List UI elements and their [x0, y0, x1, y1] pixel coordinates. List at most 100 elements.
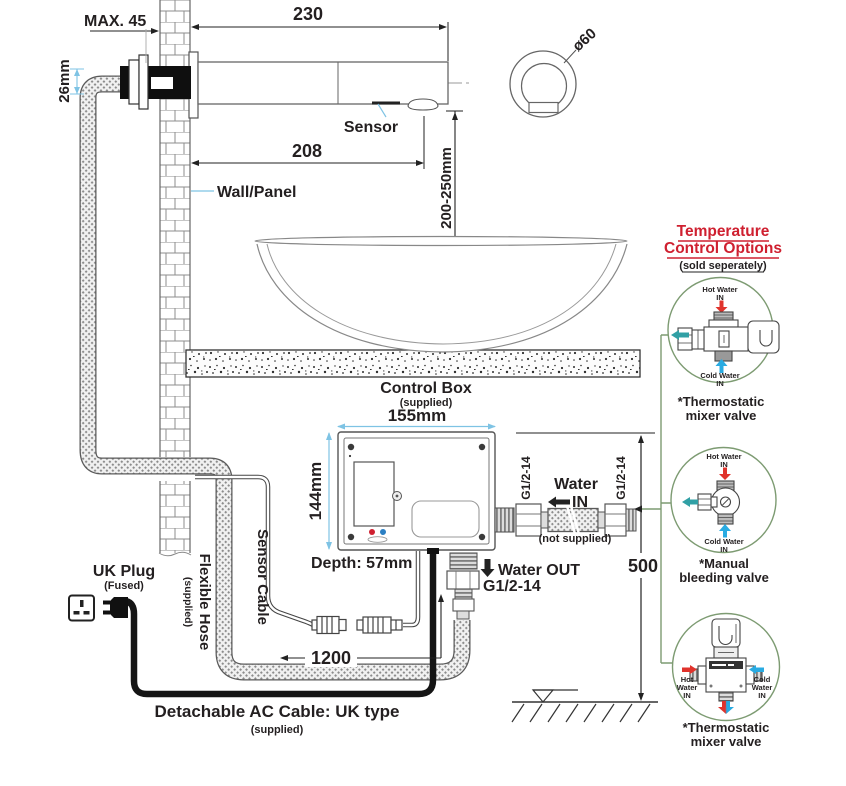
- sensor-callout: Sensor: [344, 103, 398, 136]
- uk-plug-fused-label: (Fused): [104, 580, 144, 592]
- inlet-slot: [151, 77, 173, 89]
- opt2-cold-line2: IN: [720, 545, 728, 554]
- temp-title-line1: Temperature: [677, 223, 770, 240]
- mixed-out-arrow: [682, 497, 698, 507]
- dimension-1200: 1200: [280, 594, 444, 668]
- opt2-caption-line2: bleeding valve: [679, 570, 769, 585]
- sensor-cable-connector: [311, 615, 347, 635]
- mixed-out-arrow: [718, 701, 734, 714]
- dimension-230: 230: [191, 4, 449, 61]
- sensor-window: [372, 101, 400, 105]
- mixed-out-arrow: [671, 330, 689, 340]
- wall-socket: [68, 594, 95, 622]
- water-out-arrow: [480, 559, 495, 577]
- dim-dia60-label: ø60: [569, 25, 600, 55]
- dimension-26mm: 26mm: [56, 59, 84, 103]
- mounting-nut: [128, 59, 140, 105]
- g12-right-label: G1/2-14: [614, 456, 628, 500]
- opt3-cold-line1: Cold: [754, 675, 771, 684]
- opt3-caption-line2: mixer valve: [691, 734, 762, 749]
- dimension-500: 500: [516, 432, 661, 701]
- opt1-hot-line1: Hot Water: [702, 285, 737, 294]
- sensor-cable-label: Sensor Cable: [254, 529, 271, 625]
- ac-cable-supplied-label: (supplied): [251, 724, 304, 736]
- wall-panel-label: Wall/Panel: [217, 184, 296, 201]
- uk-plug: UK Plug (Fused): [93, 563, 155, 618]
- valve-graphic: [689, 618, 763, 702]
- box-inlet-port: [494, 507, 515, 533]
- basin: [254, 235, 628, 353]
- opt1-caption-line2: mixer valve: [686, 408, 757, 423]
- spout-outlet: [407, 98, 439, 111]
- flexible-hose-supplied-label: (supplied): [182, 577, 194, 627]
- spout: [197, 61, 449, 105]
- temperature-options: Temperature Control Options (sold sepera…: [634, 223, 782, 749]
- opt3-cold-line3: IN: [758, 691, 766, 700]
- level-symbol: [531, 689, 555, 703]
- control-box-title: Control Box: [380, 380, 472, 397]
- water-out-thread-label: G1/2-14: [483, 578, 541, 595]
- sensor-label: Sensor: [344, 119, 398, 136]
- ac-inlet: [427, 548, 439, 554]
- dim-1200-label: 1200: [311, 648, 351, 668]
- control-box-dimensions: Control Box (supplied) 155mm 144mm Depth…: [306, 380, 496, 572]
- temp-subtitle: (sold seperately): [679, 260, 767, 272]
- faucet-front-view: ø60: [509, 25, 600, 118]
- hot-in-arrow: [719, 467, 731, 480]
- hot-in-arrow: [682, 665, 697, 674]
- sensor-cable: [195, 474, 421, 635]
- dim-26mm-label: 26mm: [56, 59, 73, 102]
- ac-cable: [124, 554, 437, 698]
- not-supplied-label: (not supplied): [539, 533, 612, 545]
- opt3-caption-line1: *Thermostatic: [683, 720, 770, 735]
- options-bracket: [634, 334, 673, 664]
- red-led: [369, 529, 375, 535]
- opt1-caption-line1: *Thermostatic: [678, 394, 765, 409]
- wall-panel-callout: Wall/Panel: [191, 184, 296, 201]
- dim-500-label: 500: [628, 556, 658, 576]
- control-box-supplied: (supplied): [400, 397, 453, 409]
- dia-leader: [563, 49, 577, 64]
- cold-in-arrow: [715, 359, 728, 373]
- water-in-assembly: G1/2-14 G1/2-14 Water IN (not supplied): [515, 456, 637, 545]
- opt2-hot-line1: Hot Water: [706, 452, 741, 461]
- water-in-arrow: [548, 496, 570, 508]
- opt3-hot-line2: Water: [677, 683, 698, 692]
- ground: [511, 689, 658, 723]
- battery-door: [353, 461, 395, 527]
- option-thermostatic-mixer-valve-1: Hot Water IN: [667, 276, 780, 423]
- flexible-hose: [79, 75, 471, 681]
- temp-title-line2: Control Options: [664, 240, 782, 257]
- cold-in-arrow: [719, 524, 731, 538]
- water-in-label: IN: [572, 494, 588, 511]
- dimension-max45: MAX. 45: [84, 13, 159, 63]
- cold-in-arrow: [749, 665, 764, 674]
- uk-plug-label: UK Plug: [93, 563, 155, 580]
- faucet: [120, 51, 470, 119]
- water-out-label: Water OUT: [498, 562, 580, 579]
- opt2-cold-line1: Cold Water: [704, 537, 743, 546]
- flexible-hose-label: Flexible Hose: [196, 554, 213, 651]
- opt2-hot-line2: IN: [720, 460, 728, 469]
- dim-max45-label: MAX. 45: [84, 13, 146, 30]
- ac-cable-label: Detachable AC Cable: UK type: [155, 702, 400, 721]
- valve-graphic: [697, 480, 741, 525]
- blue-led: [380, 529, 386, 535]
- dim-208-label: 208: [292, 141, 322, 161]
- countertop: [185, 349, 641, 378]
- opt3-cold-line2: Water: [752, 683, 773, 692]
- option-manual-bleeding-valve: Hot Water IN: [670, 446, 777, 585]
- opt2-caption-line1: *Manual: [699, 556, 749, 571]
- option-thermostatic-mixer-valve-2: Hot Water IN Cold Water IN *Thermostatic…: [671, 612, 781, 749]
- hot-in-arrow: [715, 300, 728, 313]
- dimension-208: 208: [191, 116, 425, 169]
- dim-depth-label: Depth: 57mm: [311, 555, 412, 572]
- water-out-assembly: Water OUT G1/2-14: [446, 552, 580, 620]
- g12-left-label: G1/2-14: [519, 456, 533, 500]
- opt1-hot-line2: IN: [716, 293, 724, 302]
- sensor-cable-connector: [356, 616, 403, 634]
- opt1-cold-line1: Cold Water: [700, 371, 739, 380]
- opt3-hot-line3: IN: [683, 691, 691, 700]
